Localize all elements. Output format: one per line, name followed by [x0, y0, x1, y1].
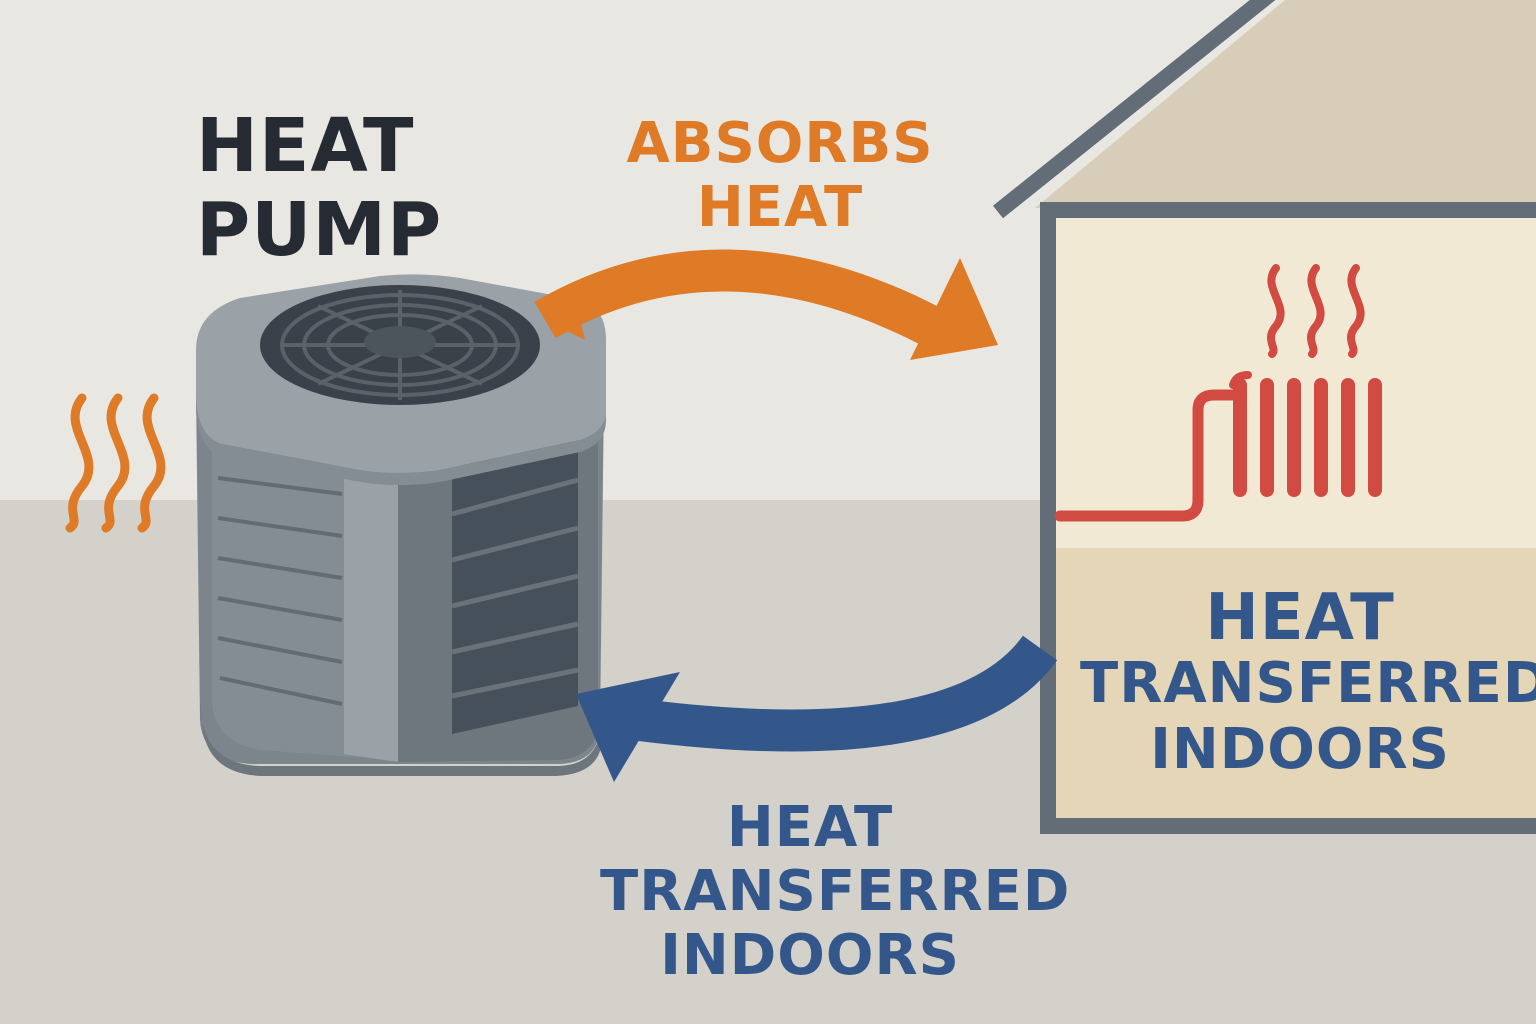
outdoor-heat-waves-icon	[65, 393, 166, 533]
absorbs-heat-label: ABSORBS HEAT	[610, 112, 950, 240]
absorbs-heat-arrow	[534, 249, 998, 360]
absorbs-line-1: ABSORBS	[626, 111, 934, 176]
bottom-label-line-3: INDOORS	[660, 923, 960, 988]
bottom-heat-label: HEAT TRANSFERRED INDOORS	[600, 795, 1071, 988]
heat-transfer-arrow	[576, 635, 1058, 782]
heat-pump-unit	[196, 274, 606, 776]
bottom-label-line-1: HEAT	[726, 795, 894, 860]
heat-pump-title: HEAT PUMP	[196, 104, 442, 272]
house-label-line-3: INDOORS	[1150, 717, 1450, 782]
radiator-heat-waves-icon	[1267, 264, 1365, 358]
bottom-label-line-2: TRANSFERRED	[600, 859, 1071, 924]
title-line-2: PUMP	[196, 187, 443, 273]
radiator-icon	[1054, 371, 1382, 522]
fan-grille-icon	[260, 285, 540, 405]
house-heat-label: HEAT TRANSFERRED INDOORS	[1080, 581, 1536, 783]
title-line-1: HEAT	[196, 103, 415, 189]
house	[992, 0, 1536, 834]
house-label-line-2: TRANSFERRED	[1080, 651, 1536, 716]
house-label-line-1: HEAT	[1205, 581, 1395, 655]
absorbs-line-2: HEAT	[696, 175, 864, 240]
